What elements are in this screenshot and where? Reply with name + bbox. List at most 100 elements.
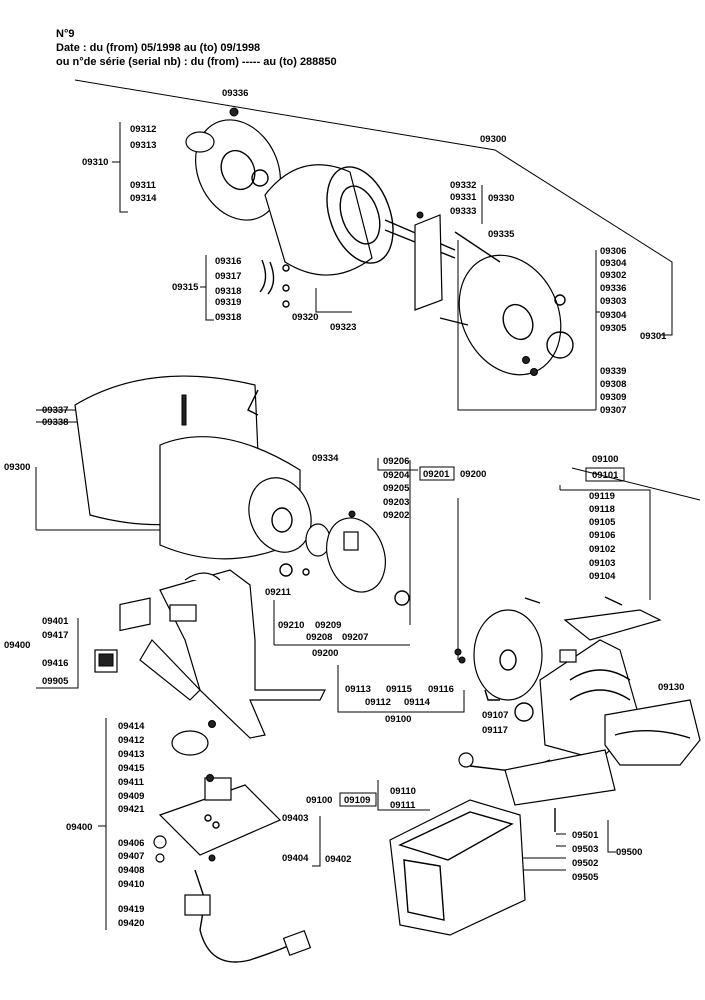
label-09402: 09402 (325, 854, 351, 865)
label-09414: 09414 (118, 721, 145, 732)
label-09315: 09315 (172, 282, 199, 293)
label-09310: 09310 (82, 157, 108, 168)
label-09316: 09316 (215, 256, 241, 267)
label-09337: 09337 (42, 405, 68, 416)
label-09318: 09318 (215, 286, 241, 297)
wheel-guard (454, 609, 543, 722)
label-09209: 09209 (315, 620, 341, 631)
label-09408: 09408 (118, 865, 144, 876)
label-09502: 09502 (572, 858, 598, 869)
label-09409: 09409 (118, 791, 144, 802)
label-09319: 09319 (215, 297, 241, 308)
date-range: Date : du (from) 05/1998 au (to) 09/1998 (56, 42, 261, 54)
label-09210: 09210 (278, 620, 304, 631)
label-09106: 09106 (589, 530, 615, 541)
label-09406: 09406 (118, 838, 144, 849)
upper-end-shield (282, 211, 574, 376)
label-09905: 09905 (42, 676, 69, 687)
switch-parts (94, 597, 151, 673)
label-09404: 09404 (282, 853, 309, 864)
label-09313: 09313 (130, 140, 156, 151)
label-09211: 09211 (265, 587, 292, 598)
label-09416: 09416 (42, 658, 68, 669)
label-09102: 09102 (589, 544, 615, 555)
label-09117: 09117 (482, 725, 508, 736)
water-container (389, 799, 526, 936)
label-09410: 09410 (118, 879, 144, 890)
label-09417: 09417 (42, 630, 68, 641)
label-09415: 09415 (118, 763, 145, 774)
label-09202: 09202 (383, 510, 409, 521)
label-09500: 09500 (616, 847, 642, 858)
label-09311: 09311 (130, 180, 157, 191)
label-09407: 09407 (118, 851, 144, 862)
label-09420: 09420 (118, 918, 144, 929)
label-09300: 09300 (4, 462, 30, 473)
label-09100: 09100 (306, 795, 332, 806)
label-09412: 09412 (118, 735, 144, 746)
label-09114: 09114 (404, 697, 431, 708)
leader-lines (35, 79, 701, 930)
label-09100: 09100 (592, 454, 618, 465)
label-09112: 09112 (365, 697, 391, 708)
label-09336: 09336 (600, 283, 626, 294)
label-09331: 09331 (450, 192, 477, 203)
label-09411: 09411 (118, 777, 145, 788)
label-09109: 09109 (344, 795, 370, 806)
label-09305: 09305 (600, 323, 627, 334)
grinder-stand (139, 569, 326, 739)
label-09503: 09503 (572, 844, 598, 855)
label-09403: 09403 (282, 813, 308, 824)
label-09307: 09307 (600, 405, 626, 416)
motor-cover-disc (185, 107, 281, 221)
label-09113: 09113 (345, 684, 371, 695)
label-09119: 09119 (589, 491, 615, 502)
label-09118: 09118 (589, 504, 615, 515)
label-09308: 09308 (600, 379, 626, 390)
label-09336: 09336 (222, 88, 248, 99)
wheel-flange-parts (279, 510, 410, 606)
label-09338: 09338 (42, 417, 68, 428)
label-09401: 09401 (42, 616, 69, 627)
label-09303: 09303 (600, 296, 626, 307)
label-09304: 09304 (600, 258, 627, 269)
label-09302: 09302 (600, 270, 626, 281)
electrical-board (153, 720, 282, 863)
label-09501: 09501 (572, 830, 599, 841)
lower-motor-housing (74, 375, 312, 560)
part-labels: 09336 09312 09313 09310 09311 09314 0930… (4, 88, 684, 929)
serial-range: ou n°de série (serial nb) : du (from) --… (56, 56, 337, 68)
base-plate (504, 749, 616, 832)
label-09304: 09304 (600, 310, 627, 321)
label-09207: 09207 (342, 632, 368, 643)
label-09206: 09206 (383, 456, 409, 467)
label-09205: 09205 (383, 483, 410, 494)
label-09104: 09104 (589, 571, 616, 582)
label-09323: 09323 (330, 322, 356, 333)
label-09115: 09115 (386, 684, 413, 695)
label-09103: 09103 (589, 558, 615, 569)
label-09130: 09130 (658, 682, 684, 693)
label-09301: 09301 (640, 331, 667, 342)
label-09116: 09116 (428, 684, 454, 695)
label-09203: 09203 (383, 497, 409, 508)
label-09200: 09200 (460, 469, 486, 480)
label-09400: 09400 (4, 640, 30, 651)
label-09505: 09505 (572, 872, 599, 883)
label-09334: 09334 (312, 453, 339, 464)
label-09110: 09110 (390, 786, 416, 797)
label-09111: 09111 (390, 800, 416, 811)
label-09335: 09335 (488, 229, 515, 240)
power-cable (184, 869, 312, 963)
label-09312: 09312 (130, 124, 156, 135)
label-09332: 09332 (450, 180, 476, 191)
label-09101: 09101 (592, 470, 619, 481)
label-09330: 09330 (488, 193, 514, 204)
label-09339: 09339 (600, 366, 626, 377)
label-09208: 09208 (306, 632, 332, 643)
label-09309: 09309 (600, 392, 626, 403)
water-tray (604, 699, 701, 766)
label-09300: 09300 (480, 134, 506, 145)
label-09200: 09200 (312, 648, 338, 659)
label-09314: 09314 (130, 193, 157, 204)
